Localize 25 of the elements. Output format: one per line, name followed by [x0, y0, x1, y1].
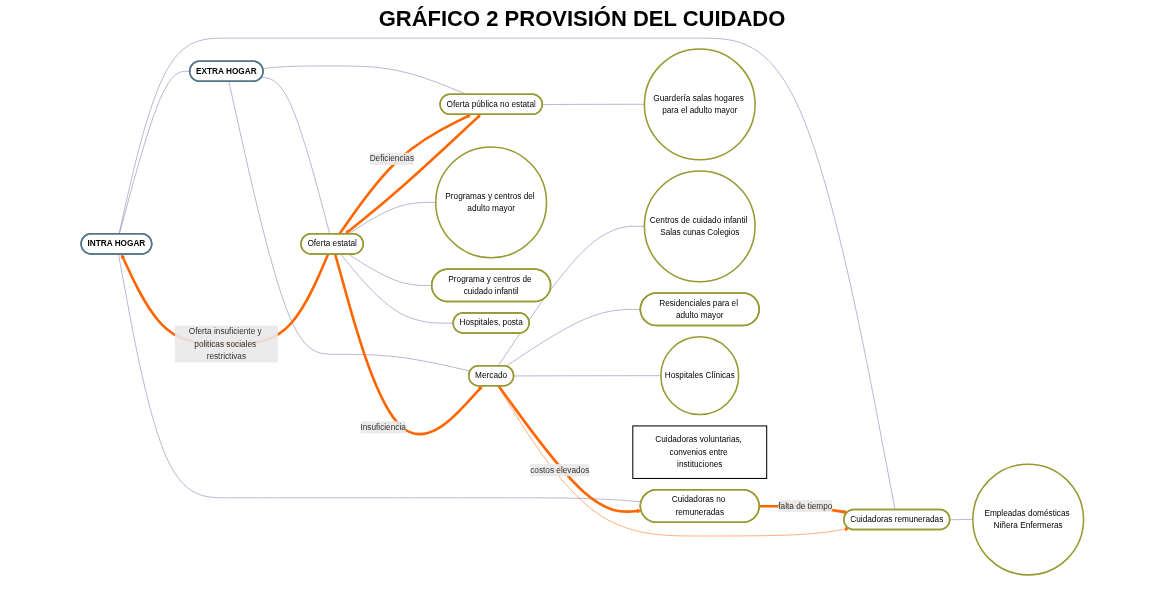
- edge-label: Oferta insuficiente y politicas sociales restrictivas: [188, 327, 262, 361]
- connector: [541, 104, 645, 105]
- connector: [347, 253, 432, 286]
- connector: [262, 65, 467, 95]
- connector: [505, 309, 641, 367]
- edge-label: falta de tiempo: [777, 501, 832, 511]
- diagram-title: GRÁFICO 2 PROVISIÓN DEL CUIDADO: [377, 6, 787, 32]
- connector: [340, 253, 454, 324]
- connector: [513, 375, 661, 377]
- node-circle: Centros de cuidado infantil Salas cunas Colegios: [643, 170, 756, 283]
- connector: [949, 519, 973, 521]
- connector: [497, 226, 645, 367]
- node-circle: Hospitales Clínicas: [659, 336, 740, 416]
- edge-label: Insuficiencia: [360, 422, 406, 432]
- node-box: Cuidadoras voluntarias, convenios entre instituciones: [631, 425, 767, 479]
- arrow: [333, 253, 483, 436]
- connector: [260, 76, 330, 235]
- edge-label: Deficiencias: [369, 154, 414, 163]
- connector: [228, 81, 471, 372]
- node-circle: Programas y centros del adulto mayor: [434, 146, 547, 259]
- arrow: [497, 385, 642, 514]
- node-circle: Empleadas domésticas Niñera Enfermeras: [971, 463, 1084, 576]
- edge-label: costos elevados: [529, 465, 589, 475]
- connector: [118, 71, 190, 235]
- node-circle: Guardería salas hogares para el adulto mayor: [643, 48, 756, 161]
